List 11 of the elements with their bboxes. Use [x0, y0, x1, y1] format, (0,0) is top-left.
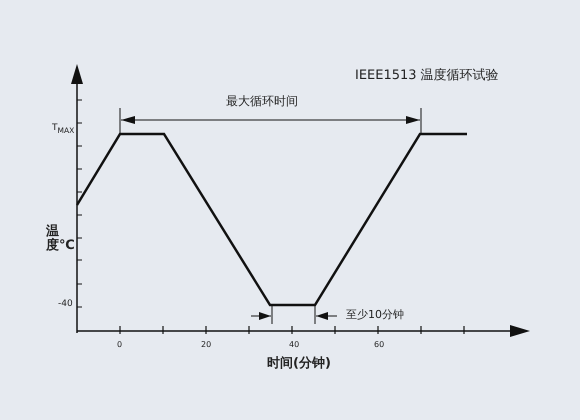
tick-label: 60: [374, 341, 384, 350]
axis-title: 时间(分钟): [267, 357, 331, 372]
axis-value-label: T$_{MAX}$: [52, 124, 74, 136]
axis-value-label: -40: [58, 300, 73, 310]
chart-title: IEEE1513 温度循环试验: [355, 69, 499, 84]
tick-label: 0: [117, 341, 122, 350]
tick-label: 40: [289, 341, 300, 350]
axis-title: 温度℃: [46, 225, 74, 254]
dimension-label: 最大循环时间: [226, 95, 298, 108]
tick-label: 20: [201, 341, 212, 350]
dimension-label: 至少10分钟: [346, 309, 404, 322]
